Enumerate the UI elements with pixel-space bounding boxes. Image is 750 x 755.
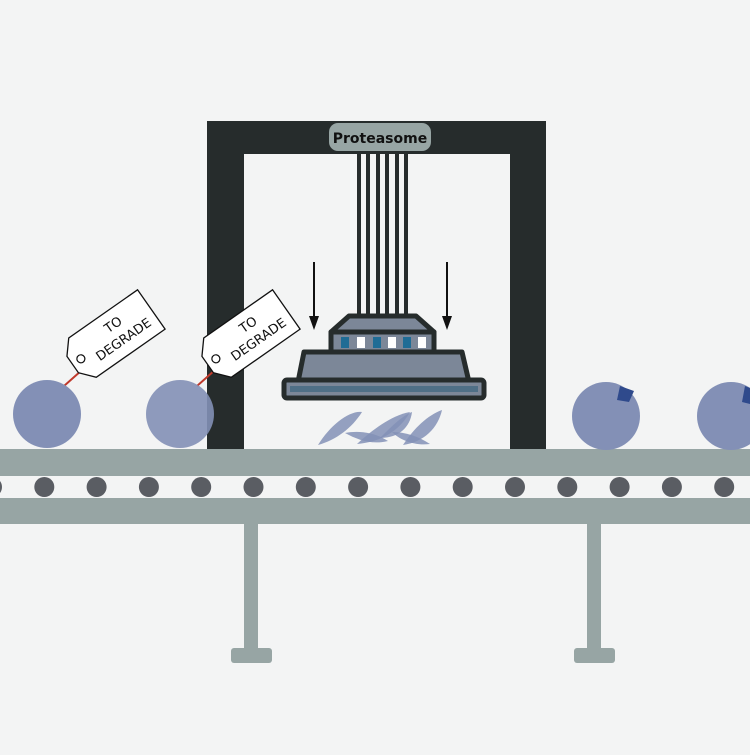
- belt-roller: [714, 477, 735, 497]
- untagged-protein: [572, 382, 640, 450]
- conveyor-legs: [231, 520, 615, 663]
- belt-roller: [348, 477, 369, 497]
- protein-ball: [13, 380, 81, 448]
- leg-left: [244, 520, 258, 652]
- down-arrow-icon: [309, 262, 319, 330]
- tagged-protein: TO DEGRADE: [13, 288, 166, 448]
- leg-left-foot: [231, 648, 272, 663]
- proteasome-label: Proteasome: [333, 131, 427, 147]
- press-rods: [357, 151, 408, 316]
- frame-left-post-front: [207, 300, 244, 451]
- belt-roller: [609, 477, 630, 497]
- fragment: [380, 412, 412, 438]
- protein-notch: [742, 386, 750, 404]
- belt-roller: [661, 477, 682, 497]
- press-slots: [341, 337, 426, 348]
- fragment: [357, 412, 410, 444]
- belt-rollers: [0, 477, 735, 497]
- frame-left-post: [207, 121, 244, 451]
- peptide-fragments: [318, 410, 442, 445]
- belt-roller: [557, 477, 578, 497]
- down-arrow-icon: [442, 262, 452, 330]
- belt-roller: [452, 477, 473, 497]
- belt-roller: [86, 477, 107, 497]
- proteasome-label-bg: [329, 123, 431, 151]
- belt-roller: [0, 481, 2, 493]
- press-plate-stripe: [290, 386, 478, 392]
- belt-roller: [138, 477, 159, 497]
- untagged-protein: [697, 382, 750, 450]
- belt-roller: [243, 477, 264, 497]
- fragment: [392, 432, 430, 445]
- protein-ball: [697, 382, 750, 450]
- belt-roller: [505, 477, 525, 497]
- belt-roller: [191, 477, 212, 497]
- belt-bottom-rail: [0, 498, 750, 524]
- belt-roller: [295, 477, 316, 497]
- tagged-protein: TO DEGRADE: [146, 288, 301, 448]
- conveyor-belt: [0, 449, 750, 524]
- fragment: [318, 411, 362, 445]
- belt-roller: [34, 477, 55, 497]
- protein-notch: [617, 386, 634, 402]
- frame-right-post: [510, 121, 546, 451]
- belt-top-rail: [0, 449, 750, 476]
- protein-ball: [146, 380, 214, 448]
- leg-right-foot: [574, 648, 615, 663]
- leg-right: [587, 520, 601, 652]
- belt-roller: [400, 477, 421, 497]
- tag-string: [196, 369, 216, 387]
